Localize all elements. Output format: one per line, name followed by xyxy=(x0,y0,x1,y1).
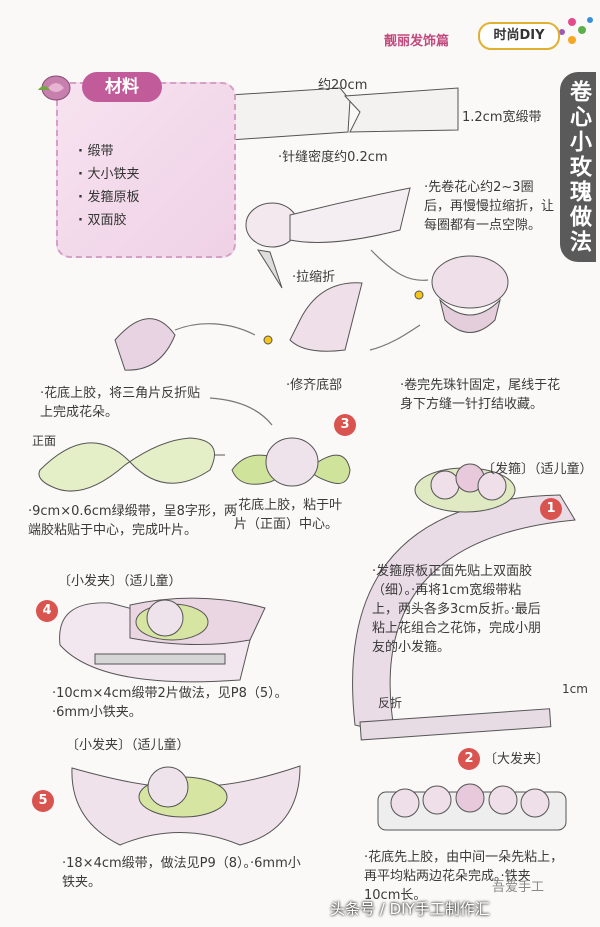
pull-label: ·拉缩折 xyxy=(292,270,336,285)
rose-icon xyxy=(32,70,76,106)
roll-note: ·先卷花心约2~3圈后，再慢慢拉缩折，让每圈都有一点空隙。 xyxy=(424,180,555,233)
small-clip-5-title: 〔小发夹〕（适儿童） xyxy=(66,738,190,753)
big-clip-title: 〔大发夹〕 xyxy=(484,752,550,767)
step-number: 1 xyxy=(540,498,562,520)
trim-label: ·修齐底部 xyxy=(286,378,343,393)
header-dots-icon xyxy=(559,17,593,44)
headband-drawing xyxy=(352,463,576,741)
brand-watermark: 吾爱手工 xyxy=(492,880,545,895)
stitch-label: ·针缝密度约0.2cm xyxy=(278,150,388,165)
front-label: 正面 xyxy=(32,434,57,448)
list-item: 大小铁夹 xyxy=(78,163,139,186)
small-clip-5-steps: ·18×4cm缎带，做法见P9（8）。·6mm小铁夹。 xyxy=(62,856,301,890)
cm-label: 1cm xyxy=(562,682,588,696)
materials-title: 材料 xyxy=(82,72,162,102)
length-label: 约20cm xyxy=(318,78,368,93)
diy-badge: 时尚DIY xyxy=(478,22,560,50)
step-number: 2 xyxy=(458,748,480,770)
list-item: 发箍原板 xyxy=(78,186,139,209)
headband-steps: ·发箍原板正面先贴上双面胶（细）。·再将1cm宽缎带粘上，两头各多3cm反折。·… xyxy=(372,564,542,655)
attach-note: ·花底上胶，粘于叶片（正面）中心。 xyxy=(234,498,343,532)
big-clip-steps: ·花底先上胶，由中间一朵先粘上，再平均粘两边花朵完成。·铁夹10cm长。 xyxy=(364,850,564,903)
list-item: 双面胶 xyxy=(78,209,139,232)
leaf-note: ·9cm×0.6cm绿缎带，呈8字形，两端胶粘贴于中心，完成叶片。 xyxy=(28,504,237,538)
small-clip-4-drawing xyxy=(59,597,266,683)
headband-title: 〔发箍〕（适儿童） xyxy=(482,462,593,477)
ribbon-strip-drawing xyxy=(221,87,459,144)
materials-list: 缎带 大小铁夹 发箍原板 双面胶 xyxy=(78,140,139,232)
small-clip-4-steps: ·10cm×4cm缎带2片做法，见P8（5）。·6mm小铁夹。 xyxy=(52,686,282,720)
watermark: 头条号 / DIY手工制作汇 xyxy=(330,900,490,918)
small-clip-5-drawing xyxy=(71,765,301,846)
width-label: 1.2cm宽缎带 xyxy=(462,110,542,125)
leaf-bow-drawing xyxy=(38,437,351,492)
glue-note: ·花底上胶，将三角片反折贴上完成花朵。 xyxy=(40,386,201,420)
pin-note: ·卷完先珠针固定，尾线于花身下方缝一针打结收藏。 xyxy=(400,378,561,412)
vertical-title: 卷心小玫瑰做法 xyxy=(560,72,596,262)
step-number: 4 xyxy=(36,600,58,622)
list-item: 缎带 xyxy=(78,140,139,163)
big-clip-drawing xyxy=(377,783,567,831)
rose-rolling-drawing xyxy=(114,187,509,371)
small-clip-4-title: 〔小发夹〕（适儿童） xyxy=(58,574,182,589)
fold-label: 反折 xyxy=(378,696,403,710)
step-number: 3 xyxy=(334,414,356,436)
section-title: 靓丽发饰篇 xyxy=(384,34,450,49)
step-number: 5 xyxy=(32,790,54,812)
